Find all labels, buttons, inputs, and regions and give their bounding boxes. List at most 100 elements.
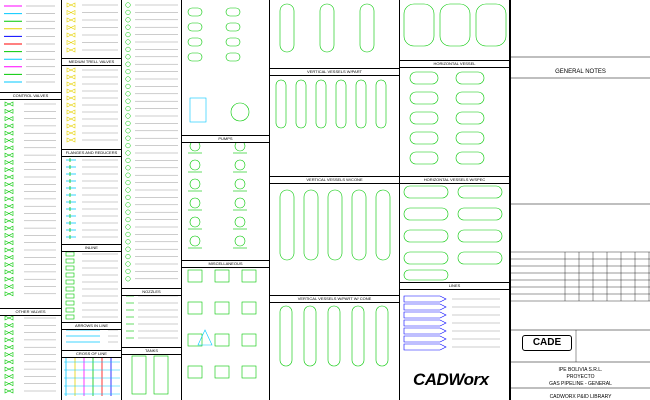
line-arrow	[403, 295, 447, 303]
tank-symbol	[153, 355, 169, 395]
instrument-bubble	[125, 239, 131, 245]
valve-symbol	[4, 211, 14, 216]
instrument-bubble	[125, 143, 131, 149]
valve-symbol	[4, 322, 14, 328]
section-title: HORIZONTAL VESSEL	[400, 60, 509, 68]
valve-symbol	[4, 366, 14, 372]
instrument-bubble	[125, 69, 131, 75]
line-arrow	[403, 311, 447, 319]
valve-symbol	[4, 196, 14, 202]
inline-symbol	[65, 279, 75, 285]
column-instruments: NOZZLES TANKS	[122, 0, 182, 400]
exchanger-symbol	[225, 52, 241, 62]
misc-symbol	[241, 269, 257, 283]
column-manual-valves: MEDIUM TRELL VALVES FLANGES AND REDUCERS…	[62, 0, 122, 400]
instrument-bubble	[125, 83, 131, 89]
valve-symbol	[4, 240, 14, 246]
inline-symbol	[65, 286, 75, 292]
horizontal-vessel	[409, 151, 439, 165]
pump-symbol	[234, 197, 246, 209]
line-arrow	[403, 319, 447, 327]
exchanger-symbol	[189, 97, 207, 123]
vertical-vessel	[303, 305, 317, 367]
section-title: HORIZONTAL VESSELS W/SPEC	[400, 176, 509, 184]
section-title: NOZZLES	[122, 288, 181, 296]
pump-symbol	[234, 216, 246, 228]
misc-symbol	[214, 365, 230, 379]
vertical-vessel	[275, 79, 287, 129]
valve-symbol	[4, 381, 14, 387]
horizontal-vessel	[409, 131, 439, 145]
valve-symbol	[4, 101, 14, 107]
inline-symbol	[65, 265, 75, 271]
instrument-bubble	[125, 120, 131, 126]
instrument-bubble	[125, 202, 131, 208]
instrument-bubble	[125, 2, 131, 8]
valve-symbol	[66, 47, 76, 53]
section-title: TANKS	[122, 347, 181, 355]
instrument-bubble	[125, 32, 131, 38]
vertical-vessel	[351, 189, 367, 261]
pump-symbol	[234, 178, 246, 190]
instrument-bubble	[125, 17, 131, 23]
valve-symbol	[4, 276, 14, 282]
valve-symbol	[4, 315, 14, 321]
valve-symbol	[4, 352, 14, 357]
horizontal-vessel	[455, 91, 485, 105]
pump-symbol	[234, 235, 246, 247]
valve-symbol	[4, 388, 14, 394]
vertical-vessel	[335, 79, 347, 129]
vertical-vessel	[351, 305, 365, 367]
valve-symbol	[4, 189, 14, 195]
horizontal-vessel	[457, 229, 503, 243]
section-title: VERTICAL VESSELS W/CONE	[270, 176, 399, 184]
line-arrow	[403, 335, 447, 343]
exchanger-symbol	[187, 22, 203, 32]
misc-symbol	[214, 333, 230, 347]
horizontal-vessel	[455, 71, 485, 85]
exchanger-symbol	[225, 22, 241, 32]
section-title: ARROWS IN LINE	[62, 322, 121, 330]
vertical-vessel	[279, 3, 295, 53]
section-title: OTHER VALVES	[0, 308, 61, 316]
inline-symbol	[65, 300, 75, 306]
tank-symbol	[131, 355, 147, 395]
valve-symbol	[4, 359, 14, 365]
vertical-vessel	[375, 79, 387, 129]
valve-symbol	[66, 25, 76, 30]
horizontal-vessel	[403, 229, 449, 243]
column-control-valves: CONTROL VALVES OTHER VALVES	[0, 0, 62, 400]
misc-symbol	[187, 269, 203, 283]
valve-symbol	[4, 344, 14, 350]
misc-symbol	[214, 301, 230, 315]
valve-symbol	[66, 2, 76, 8]
exchanger-symbol	[187, 52, 203, 62]
exchanger-symbol	[225, 37, 241, 47]
vertical-vessel	[327, 189, 343, 261]
vertical-vessel	[375, 189, 391, 261]
inline-symbol	[65, 314, 75, 320]
line-arrow	[403, 343, 447, 351]
valve-symbol	[4, 138, 14, 143]
instrument-bubble	[125, 180, 131, 186]
section-title: LINES	[400, 282, 509, 290]
vertical-vessel	[327, 305, 341, 367]
valve-symbol	[4, 145, 14, 151]
instrument-bubble	[125, 261, 131, 267]
instrument-bubble	[125, 172, 131, 178]
section-title: CROSS OF LINE	[62, 350, 121, 358]
pump-symbol	[189, 178, 201, 190]
instrument-bubble	[125, 217, 131, 223]
inline-symbol	[65, 307, 75, 313]
vertical-vessel	[295, 79, 307, 129]
section-title: CONTROL VALVES	[0, 92, 61, 100]
valve-symbol	[4, 108, 14, 114]
horizontal-vessel	[409, 111, 439, 125]
instrument-bubble	[125, 98, 131, 104]
vertical-vessel	[355, 79, 367, 129]
valve-symbol	[4, 159, 14, 165]
misc-symbol	[214, 269, 230, 283]
exchanger-symbol	[187, 37, 203, 47]
instrument-bubble	[125, 276, 131, 282]
instrument-bubble	[125, 157, 131, 163]
